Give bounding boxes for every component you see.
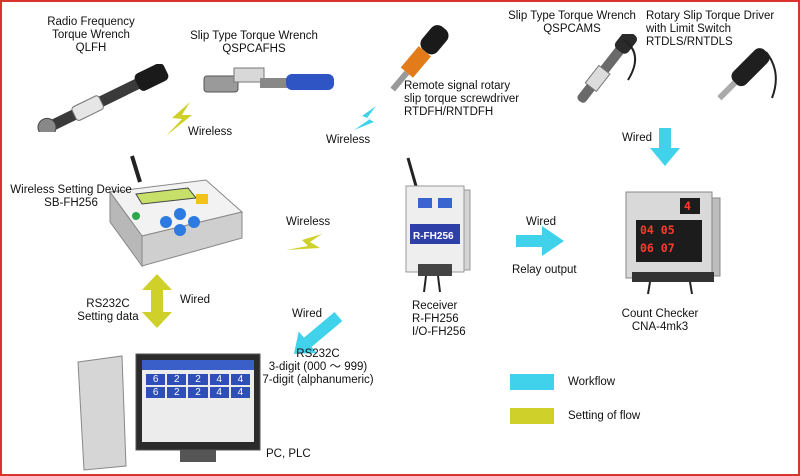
cna4mk3-device-icon [625, 191, 721, 295]
qspcafhs-label: Slip Type Torque Wrench QSPCAFHS [184, 30, 324, 56]
legend-swatch-setting [510, 408, 554, 424]
rs232-arrow [293, 311, 343, 354]
count-display-top: 4 [684, 199, 691, 213]
wireless-bolt-middle [286, 234, 322, 250]
wireless-top-label: Wireless [326, 134, 371, 146]
rs232-output-line-3: 7-digit (alphanumeric) [262, 374, 374, 386]
wireless-left-label: Wireless [188, 126, 233, 138]
wired-top-right-label: Wired [622, 132, 653, 144]
wired-relay-label: Wired [526, 216, 557, 228]
receiver-device-icon [405, 157, 471, 293]
sbfh256-label: Wireless Setting Device SB-FH256 [6, 184, 136, 210]
rtdfh-line-1: Remote signal rotary [404, 80, 511, 92]
screen-cell: 4 [230, 387, 250, 398]
qspcafhs-wrench-icon [203, 67, 334, 93]
pc-screen-grid: 6 2 2 4 4 6 2 2 4 4 [146, 374, 250, 398]
sbfh256-line-2: SB-FH256 [44, 197, 98, 209]
receiver-line-1: Receiver [412, 300, 458, 312]
legend-label-setting: Setting of flow [568, 409, 641, 422]
legend-swatch-workflow [510, 374, 554, 390]
qspcams-line-1: Slip Type Torque Wrench [508, 10, 636, 22]
qlfh-line-3: QLFH [75, 42, 107, 54]
rs232-setting-line-1: RS232C [86, 298, 130, 310]
wired-bottom-label: Wired [292, 308, 323, 320]
relay-arrow [516, 226, 564, 256]
sb-fh256-device-icon [109, 155, 244, 268]
relay-output-label: Relay output [512, 264, 577, 276]
screen-cell: 6 [146, 387, 166, 398]
rs232-setting-label: RS232C Setting data [66, 298, 150, 324]
cna4mk3-line-1: Count Checker [621, 308, 699, 320]
legend: Workflow Setting of flow [510, 374, 640, 424]
qspcafhs-line-2: QSPCAFHS [222, 43, 286, 55]
screen-cell: 4 [230, 374, 250, 385]
screen-cell: 4 [209, 374, 229, 385]
receiver-panel-label: R-FH256 [413, 231, 454, 242]
qlfh-wrench-icon [37, 64, 169, 132]
screen-cell: 2 [167, 374, 187, 385]
rtdls-line-3: RTDLS/RNTDLS [646, 36, 733, 48]
receiver-line-3: I/O-FH256 [412, 326, 466, 338]
screen-cell: 2 [188, 387, 208, 398]
wireless-bolt-left [166, 102, 192, 136]
qspcams-wrench-icon [577, 34, 637, 103]
screen-cell: 4 [209, 387, 229, 398]
screen-cell: 2 [167, 387, 187, 398]
rs232-output-line-2: 3-digit (000 ～ 999) [268, 361, 368, 373]
screen-cell: 6 [146, 374, 166, 385]
wired-arrow-down [650, 128, 680, 166]
pc-label: PC, PLC [266, 448, 311, 460]
wireless-bolt-top [354, 106, 376, 130]
sbfh256-line-1: Wireless Setting Device [10, 184, 132, 196]
screen-cell: 2 [188, 374, 208, 385]
rs232-setting-line-2: Setting data [77, 311, 139, 323]
wireless-middle-label: Wireless [286, 216, 331, 228]
legend-label-workflow: Workflow [568, 375, 616, 388]
rtdls-driver-icon [717, 48, 777, 101]
cna4mk3-line-2: CNA-4mk3 [631, 321, 689, 333]
rtdfh-line-3: RTDFH/RNTDFH [404, 106, 494, 118]
qlfh-line-2: Torque Wrench [52, 29, 130, 41]
legend-item-workflow: Workflow [510, 374, 640, 390]
rtdfh-screwdriver-icon [390, 25, 449, 92]
qlfh-label: Radio Frequency Torque Wrench QLFH [36, 16, 146, 55]
qspcafhs-line-1: Slip Type Torque Wrench [190, 30, 318, 42]
rtdls-line-2: with Limit Switch [646, 23, 731, 35]
cna4mk3-label: Count Checker CNA-4mk3 [610, 308, 710, 334]
rs232-output-line-1: RS232C [296, 348, 340, 360]
rtdfh-label: Remote signal rotary slip torque screwdr… [404, 80, 519, 119]
legend-item-setting: Setting of flow [510, 408, 640, 424]
pc-icon [77, 353, 261, 471]
rs232-output-label: RS232C 3-digit (000 ～ 999) 7-digit (alph… [248, 348, 388, 387]
count-display-row-2: 06 07 [640, 241, 675, 255]
setting-double-arrow [142, 274, 172, 328]
qspcams-label: Slip Type Torque Wrench QSPCAMS [502, 10, 642, 36]
qspcams-line-2: QSPCAMS [543, 23, 601, 35]
qlfh-line-1: Radio Frequency [47, 16, 135, 28]
rtdfh-line-2: slip torque screwdriver [404, 93, 520, 105]
receiver-label: Receiver R-FH256 I/O-FH256 [412, 300, 466, 339]
wired-left-label: Wired [180, 294, 211, 306]
rtdls-label: Rotary Slip Torque Driver with Limit Swi… [646, 10, 774, 49]
count-display-row-1: 04 05 [640, 223, 675, 237]
rtdls-line-1: Rotary Slip Torque Driver [646, 10, 775, 22]
receiver-line-2: R-FH256 [412, 313, 459, 325]
